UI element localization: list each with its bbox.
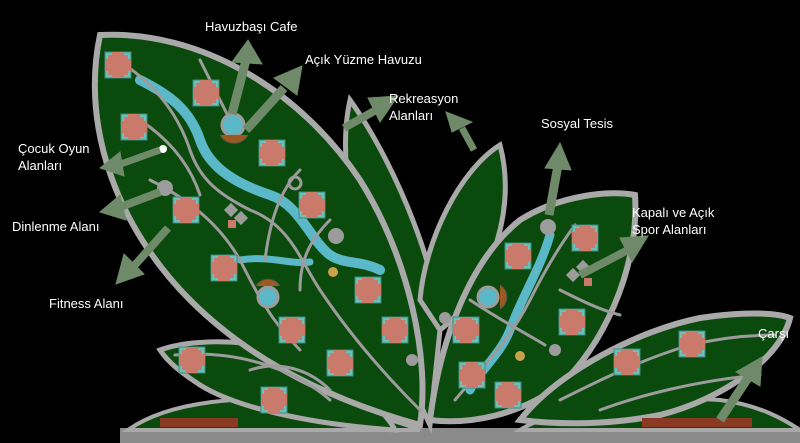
rest-area-1: [157, 180, 173, 196]
fitness-dot-2: [515, 351, 525, 361]
label-arrows: [98, 39, 763, 423]
rest-area-6: [406, 354, 418, 366]
rest-area-3: [540, 219, 556, 235]
pool-left: [220, 112, 246, 138]
sport-block-left: [223, 175, 303, 228]
label-fitness: Fitness Alanı: [49, 296, 124, 311]
rest-area-5: [439, 312, 451, 324]
pool-mid: [256, 285, 280, 309]
label-rest: Dinlenme Alanı: [12, 219, 100, 234]
label-playground-line1: Çocuk Oyun: [18, 141, 90, 156]
cafe-left: [219, 134, 249, 144]
label-social: Sosyal Tesis: [541, 116, 614, 131]
fitness-dot-1: [328, 267, 338, 277]
label-sports-line1: Kapalı ve Açık: [632, 205, 715, 220]
pool-right: [476, 285, 500, 309]
water-channel-left-2: [236, 255, 314, 267]
label-recreation-line1: Rekreasyon: [389, 91, 459, 106]
label-playground-line2: Alanları: [18, 158, 63, 173]
label-sports-line2: Spor Alanları: [632, 222, 707, 237]
playground-dot: [159, 145, 167, 153]
cafe-mid: [255, 278, 281, 287]
cafe-right: [499, 284, 508, 310]
rest-area-2: [328, 228, 344, 244]
label-bazaar: Çarşı: [758, 326, 790, 341]
rest-area-4: [549, 344, 561, 356]
label-recreation-line2: Alanları: [389, 108, 434, 123]
bazaar-block-left: [160, 418, 238, 427]
water-channel-left: [135, 75, 385, 275]
bazaar-block-right: [642, 418, 752, 427]
leaf-far-right: [514, 310, 794, 427]
label-cafe: Havuzbaşı Cafe: [205, 19, 298, 34]
label-pool: Açık Yüzme Havuzu: [305, 52, 422, 67]
